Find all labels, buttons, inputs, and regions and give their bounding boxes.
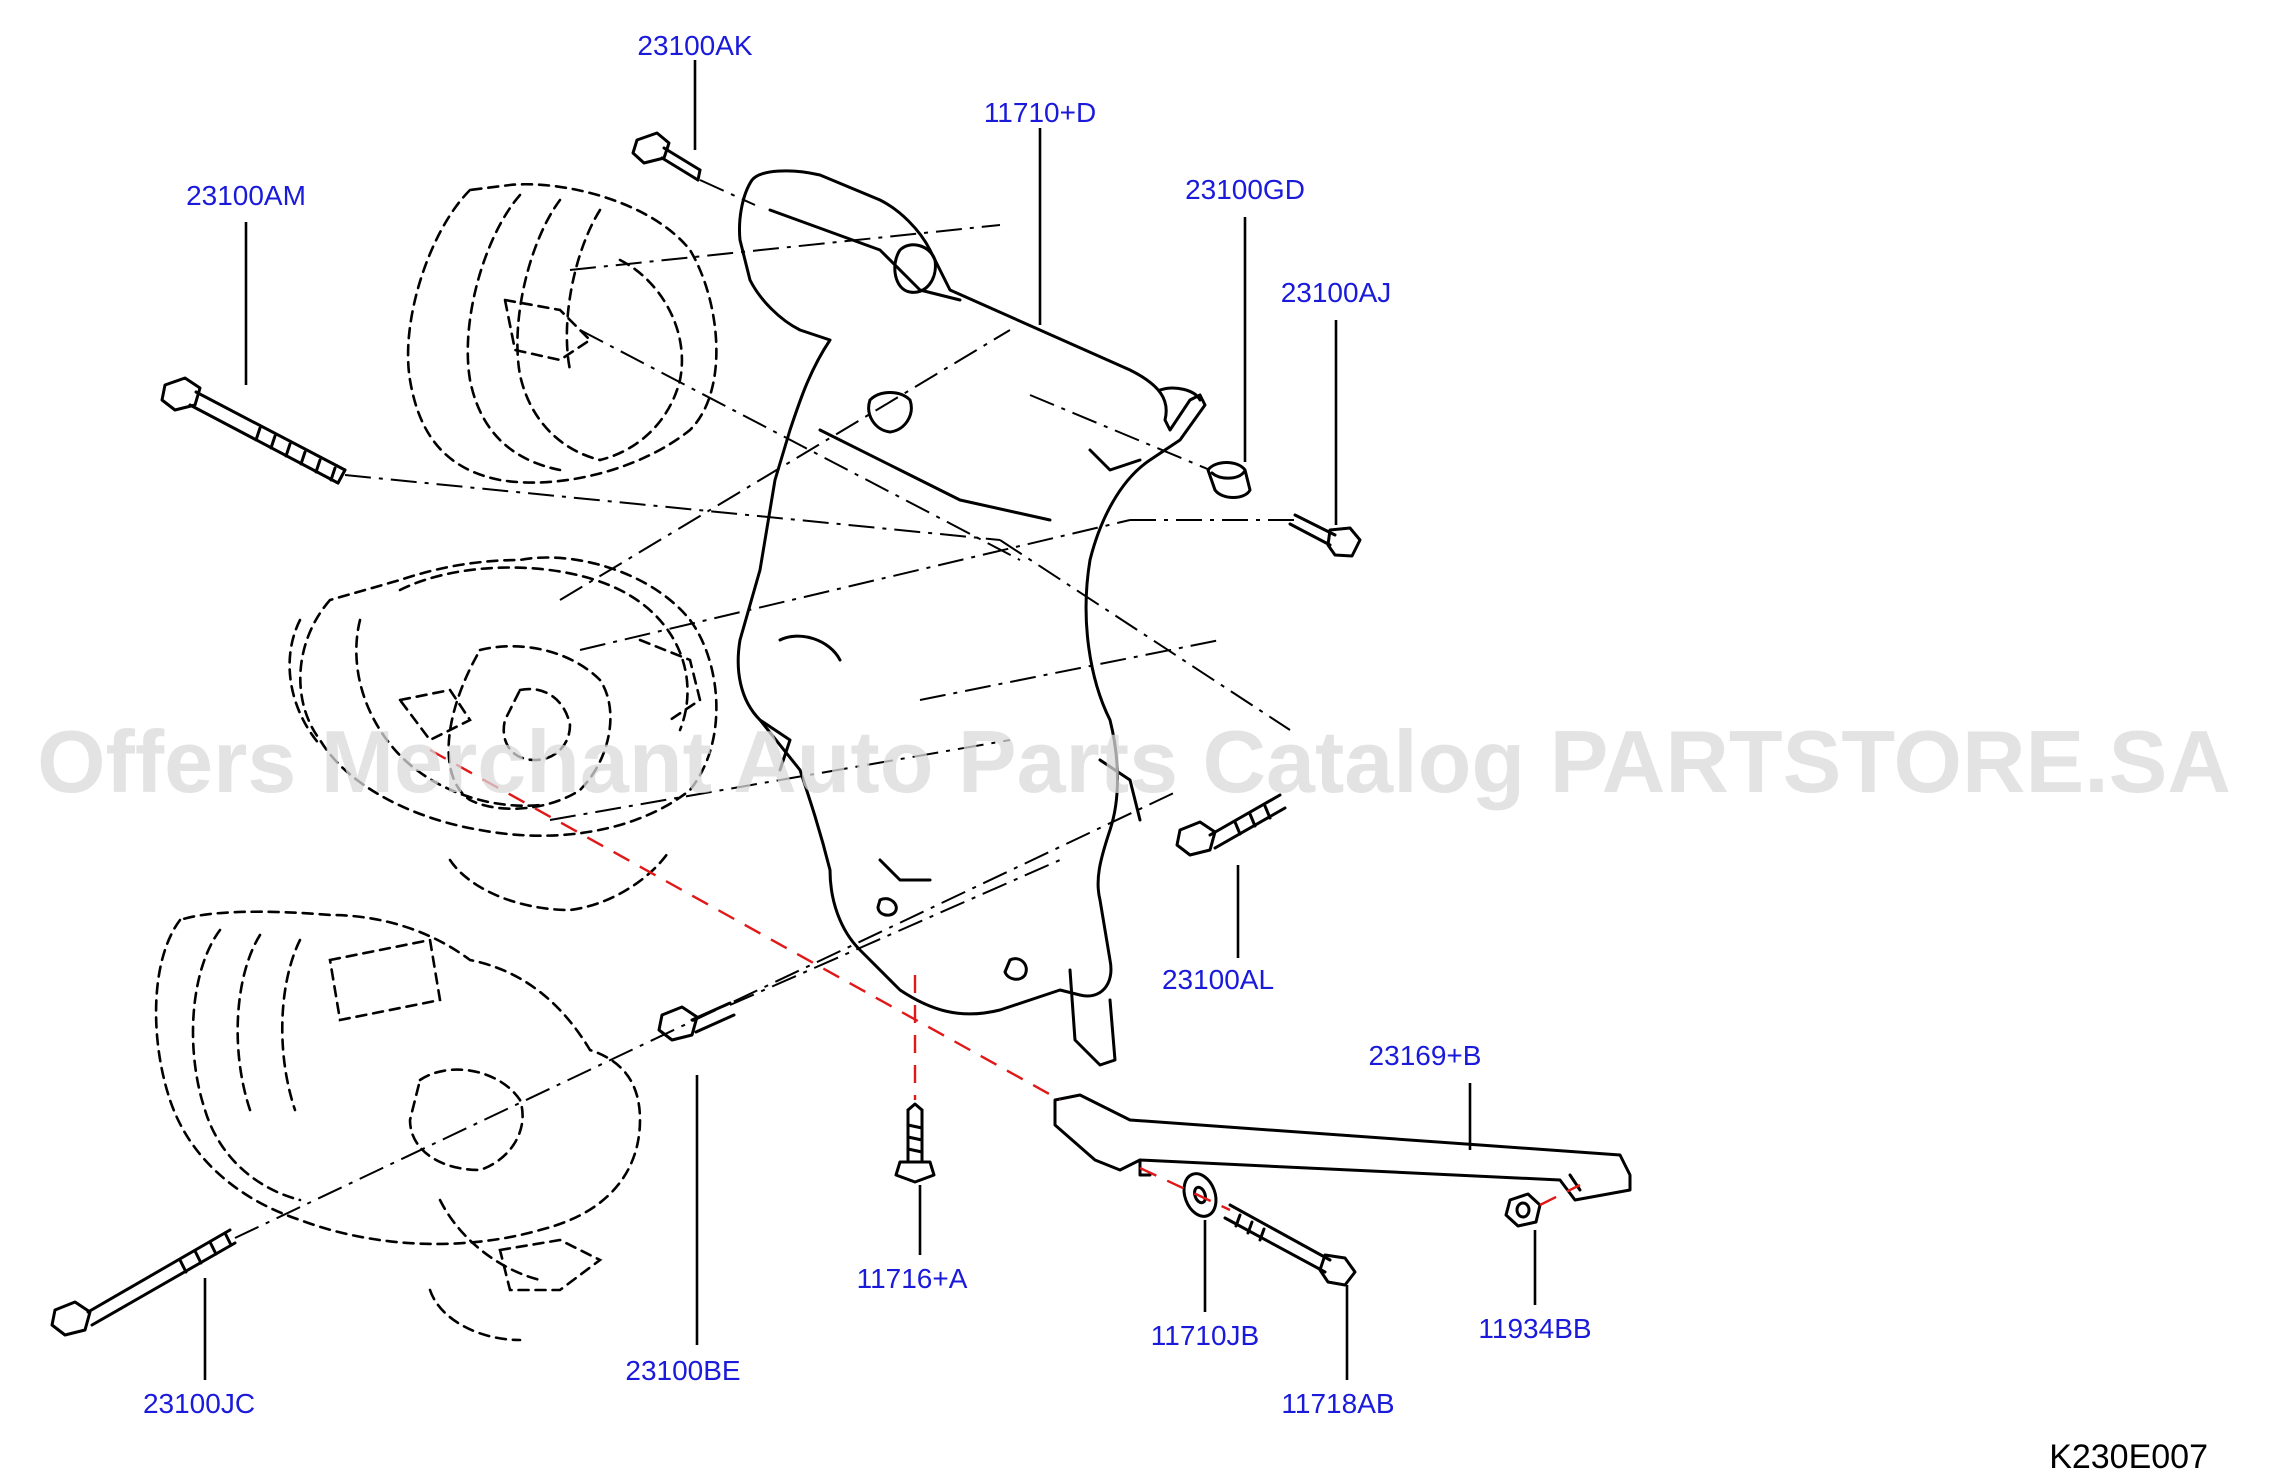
label-23100AL[interactable]: 23100AL (1162, 964, 1274, 995)
label-23169B[interactable]: 23169+B (1369, 1040, 1482, 1071)
part-labels: 23100AK 11710+D 23100AM 23100GD 23100AJ … (143, 30, 1592, 1419)
nut-11934BB (1504, 1192, 1542, 1228)
bolt-23100JC (50, 1228, 237, 1337)
watermark-text: Offers Merchant Auto Parts Catalog PARTS… (37, 712, 2231, 811)
label-23100BE[interactable]: 23100BE (625, 1355, 740, 1386)
spacer-23100GD (1206, 461, 1252, 499)
center-lines (234, 179, 1300, 1239)
ghost-alternator (288, 556, 718, 912)
ghost-upper-pulley (406, 183, 718, 484)
bolt-11716A (894, 1102, 936, 1184)
tie-bar-bracket (1053, 1093, 1632, 1202)
bolt-23100AM (160, 376, 347, 485)
label-11716A[interactable]: 11716+A (857, 1263, 968, 1294)
label-23100JC[interactable]: 23100JC (143, 1388, 255, 1419)
label-11710D[interactable]: 11710+D (984, 97, 1096, 128)
washer-11710JB (1182, 1172, 1218, 1218)
bolt-23100AJ (1288, 513, 1362, 558)
label-23100GD[interactable]: 23100GD (1185, 174, 1305, 205)
label-11718AB[interactable]: 11718AB (1281, 1388, 1394, 1419)
label-23100AJ[interactable]: 23100AJ (1281, 277, 1392, 308)
label-23100AK[interactable]: 23100AK (637, 30, 753, 61)
bolt-23100AK (631, 131, 702, 182)
main-bracket (736, 169, 1207, 1067)
ghost-compressor (154, 910, 642, 1342)
red-alignment-lines (429, 748, 1581, 1212)
bolt-23100BE (657, 1001, 736, 1042)
diagram-code: K230E007 (2049, 1438, 2208, 1476)
leader-lines (203, 60, 1537, 1380)
label-11710JB[interactable]: 11710JB (1151, 1320, 1259, 1351)
bolt-11718AB (1223, 1203, 1357, 1287)
label-23100AM[interactable]: 23100AM (186, 180, 306, 211)
label-11934BB[interactable]: 11934BB (1478, 1313, 1591, 1344)
bolt-23100AL (1175, 793, 1287, 857)
